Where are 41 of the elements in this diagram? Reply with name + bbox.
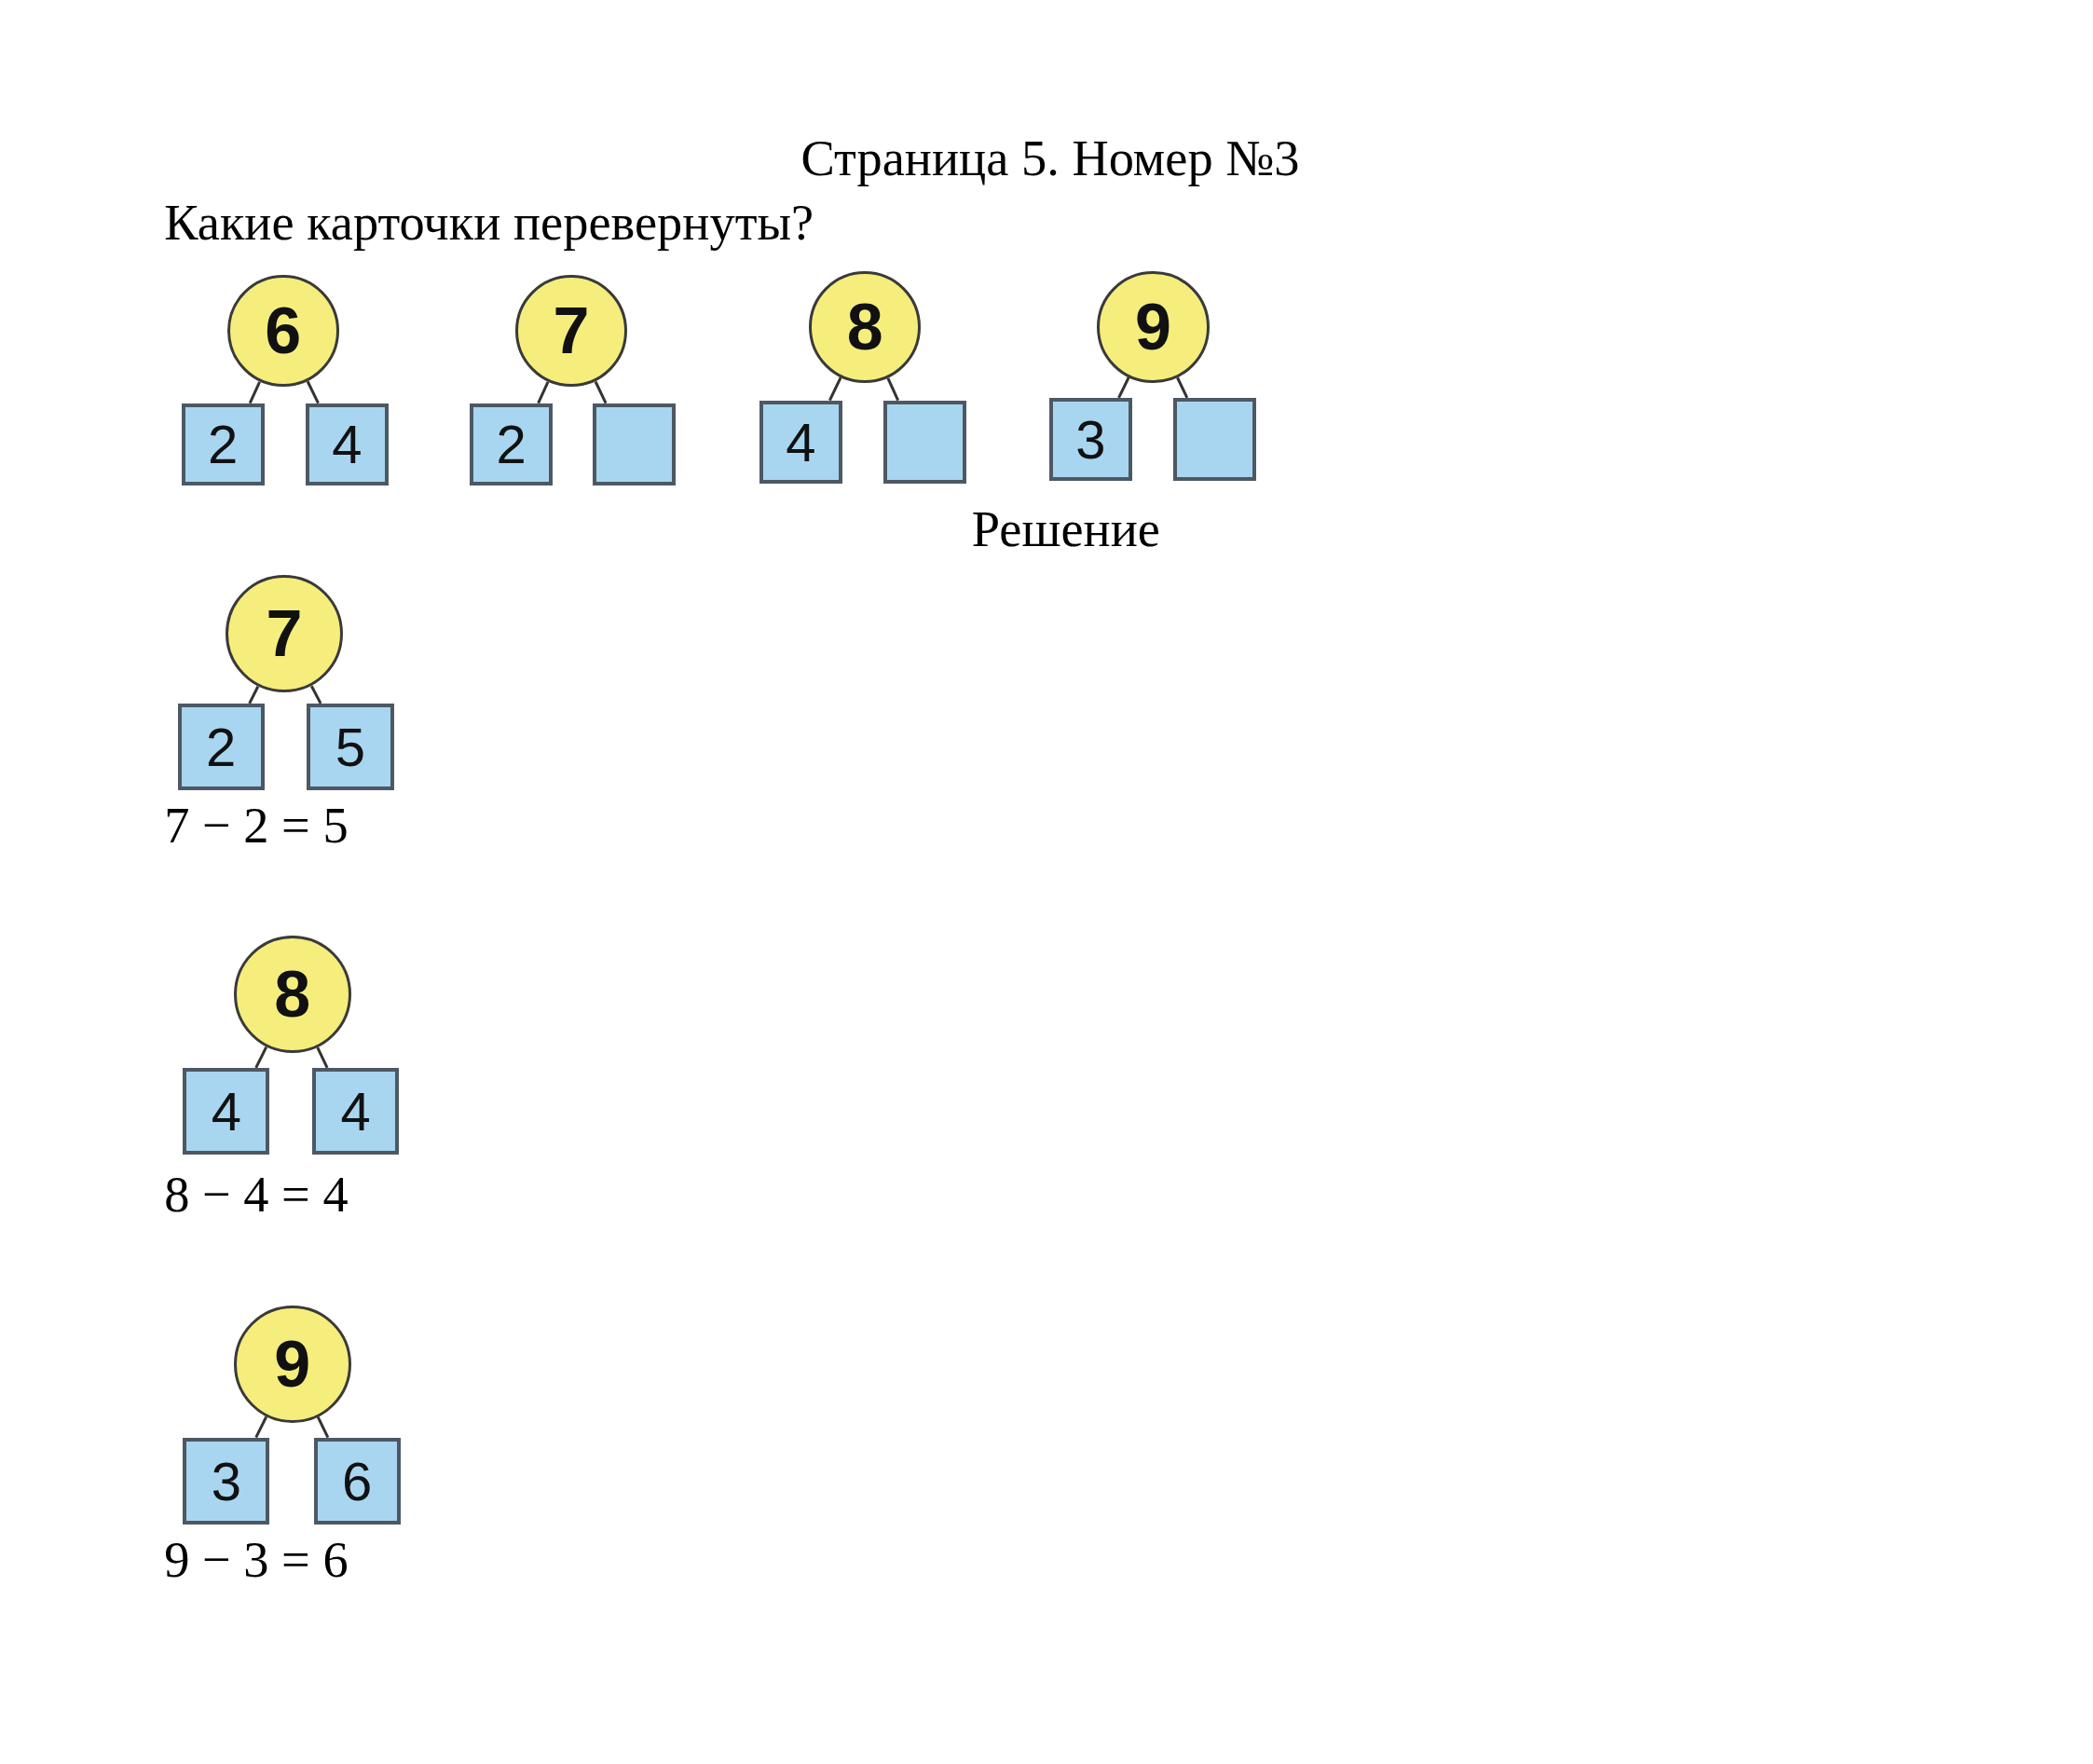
number-card: 3: [183, 1437, 270, 1525]
connector-line: [828, 376, 842, 402]
connector-line: [886, 377, 899, 402]
number-circle: 6: [226, 275, 339, 388]
number-card: 4: [306, 403, 389, 486]
connector-line: [306, 380, 320, 404]
connector-line: [310, 685, 322, 704]
number-card: 2: [177, 703, 265, 790]
connector-line: [316, 1415, 330, 1439]
connector-line: [248, 381, 261, 404]
number-circle: 7: [514, 275, 628, 388]
connector-line: [254, 1046, 268, 1069]
number-card: 4: [759, 400, 842, 484]
connector-line: [248, 686, 260, 704]
number-card: 2: [470, 403, 553, 486]
number-circle: 8: [233, 936, 351, 1054]
connector-line: [1176, 376, 1189, 399]
number-circle: 8: [809, 270, 922, 384]
blank-card: [593, 403, 676, 486]
connector-line: [537, 381, 550, 404]
number-circle: 9: [1097, 270, 1210, 384]
equation-text: 9 − 3 = 6: [164, 1535, 349, 1586]
number-card: 4: [312, 1067, 400, 1155]
number-circle: 9: [233, 1305, 351, 1423]
equation-text: 8 − 4 = 4: [164, 1169, 349, 1221]
number-card: 4: [183, 1067, 270, 1155]
number-card: 6: [313, 1437, 401, 1525]
blank-card: [1173, 397, 1256, 481]
page-title: Страница 5. Номер №3: [800, 133, 1300, 185]
blank-card: [883, 400, 967, 484]
number-circle: 7: [226, 575, 344, 693]
equation-text: 7 − 2 = 5: [164, 800, 349, 852]
number-card: 3: [1048, 397, 1132, 481]
connector-line: [316, 1046, 329, 1069]
connector-line: [594, 380, 608, 404]
connector-line: [254, 1415, 268, 1439]
number-card: 2: [181, 403, 265, 486]
connector-line: [1117, 376, 1130, 399]
question-text: Какие карточки перевернуты?: [164, 198, 814, 249]
section-heading: Решение: [971, 504, 1160, 555]
number-card: 5: [307, 703, 394, 790]
